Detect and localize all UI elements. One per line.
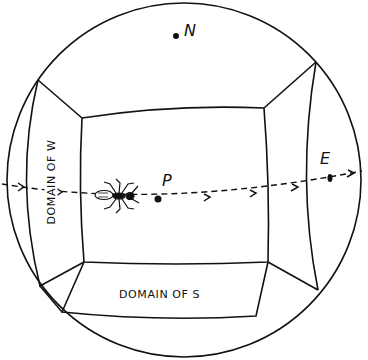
domain-name: DOMAIN OF S xyxy=(119,288,203,301)
ant-figure xyxy=(95,179,139,213)
point-p xyxy=(155,196,162,203)
domain-of-p-outline xyxy=(80,107,268,264)
domain-of-w-outline xyxy=(26,80,84,286)
point-n xyxy=(173,33,179,39)
domain-of-s-outline xyxy=(62,262,268,318)
region-border xyxy=(264,62,316,108)
path-arrowheads xyxy=(18,170,354,201)
domain-label-region: DOMAIN OF S xyxy=(116,287,206,302)
domain-of-e-outline xyxy=(306,62,318,290)
point-label: E xyxy=(320,150,330,168)
point-e xyxy=(328,174,333,182)
domain-name: DOMAIN OF W xyxy=(45,137,58,225)
point-label: N xyxy=(184,22,196,40)
domain-label-region: DOMAIN OF W xyxy=(44,134,59,228)
region-border xyxy=(268,262,318,290)
region-border xyxy=(40,286,62,312)
region-border xyxy=(38,80,82,118)
point-label: P xyxy=(162,172,172,190)
sphere-outline xyxy=(7,3,361,357)
